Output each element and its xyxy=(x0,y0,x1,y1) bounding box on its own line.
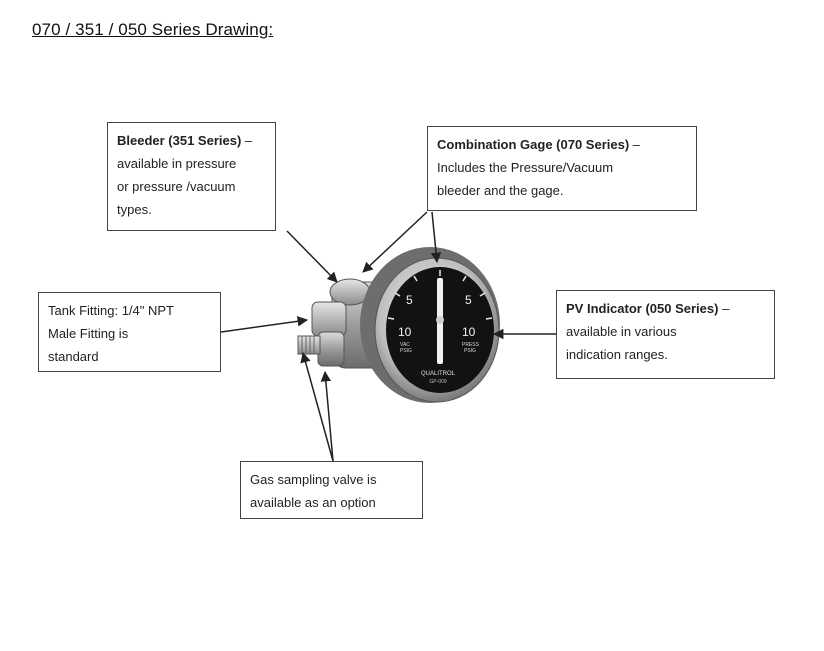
pv-heading: PV Indicator (050 Series) xyxy=(566,301,719,316)
gas-arrow-right xyxy=(320,370,334,462)
gas-line-2: available as an option xyxy=(250,495,376,510)
gauge-right-10: 10 xyxy=(462,325,476,339)
gas-sampling-callout: Gas sampling valve is available as an op… xyxy=(240,461,423,519)
gauge-model: GP-009 xyxy=(429,379,446,385)
gauge-left-10: 10 xyxy=(398,325,412,339)
gage-line-1: Includes the Pressure/Vacuum xyxy=(437,160,614,175)
gage-line-2: bleeder and the gage. xyxy=(437,183,564,198)
page-title: 070 / 351 / 050 Series Drawing: xyxy=(32,20,274,39)
bleeder-line-2: or pressure /vacuum xyxy=(117,179,236,194)
bleeder-heading: Bleeder (351 Series) xyxy=(117,133,242,148)
gauge-zero-label: 0 xyxy=(436,275,443,290)
bleeder-arrow xyxy=(286,230,338,283)
leader-arrows xyxy=(220,211,556,462)
gauge-left-5: 5 xyxy=(406,293,413,307)
combination-gage-callout: Combination Gage (070 Series) – Includes… xyxy=(427,126,697,211)
tank-line-1: Tank Fitting: 1/4" NPT xyxy=(48,303,174,318)
gas-line-1: Gas sampling valve is xyxy=(250,472,377,487)
gauge-press-label: PRESS xyxy=(462,342,480,348)
gage-heading: Combination Gage (070 Series) xyxy=(437,137,630,152)
gage-arrow-left xyxy=(362,211,428,273)
gauge-unit-right: PSIG xyxy=(464,348,476,354)
tank-fitting-callout: Tank Fitting: 1/4" NPT Male Fitting is s… xyxy=(38,292,221,372)
gauge-unit-left: PSIG xyxy=(400,348,412,354)
tank-arrow xyxy=(220,316,309,333)
gauge-right-5: 5 xyxy=(465,293,472,307)
pv-gauge: 0 5 10 5 10 VAC PRESS PSIG PSIG QUALITRO… xyxy=(360,247,500,403)
bleeder-callout: Bleeder (351 Series) – available in pres… xyxy=(107,122,276,231)
gas-arrow-left xyxy=(300,351,334,462)
pv-line-2: indication ranges. xyxy=(566,347,668,362)
gauge-vac-label: VAC xyxy=(400,342,410,348)
pv-line-1: available in various xyxy=(566,324,677,339)
pv-indicator-callout: PV Indicator (050 Series) – available in… xyxy=(556,290,775,379)
bleeder-line-3: types. xyxy=(117,202,152,217)
gauge-brand: QUALITROL xyxy=(421,371,456,377)
tank-line-3: standard xyxy=(48,349,99,364)
tank-line-2: Male Fitting is xyxy=(48,326,129,341)
gage-arrow-right xyxy=(430,211,442,264)
tank-fitting xyxy=(297,335,321,355)
bleeder-line-1: available in pressure xyxy=(117,156,237,171)
